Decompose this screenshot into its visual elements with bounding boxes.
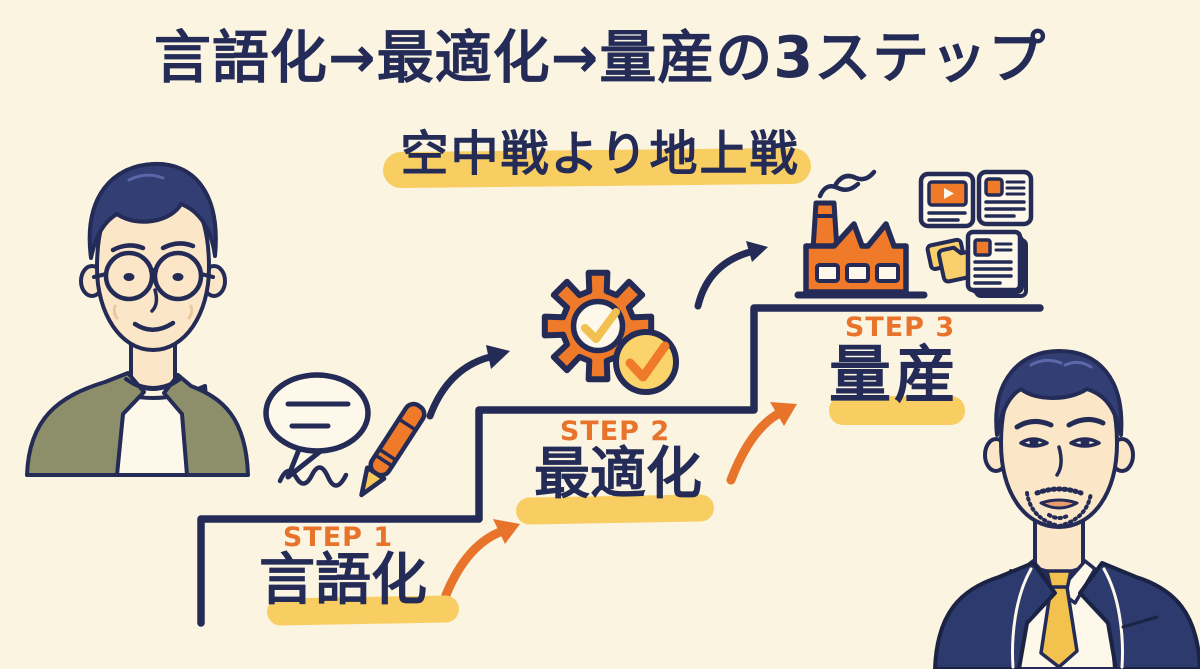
curved-arrow-orange-2: [726, 402, 797, 485]
page-title: 言語化→最適化→量産の3ステップ: [153, 25, 1047, 91]
portrait-right-man: [933, 349, 1200, 669]
article-card-icon: [976, 169, 1034, 227]
curved-arrow-navy-1: [426, 345, 510, 420]
curved-arrow-navy-2: [694, 241, 768, 310]
smoke-lines: [817, 169, 877, 199]
step3-label: STEP 3: [844, 312, 956, 343]
video-card-icon: [918, 171, 976, 229]
document-stack-icon: [965, 229, 1028, 298]
step3-name: 量産: [828, 338, 960, 411]
scribble-line: [277, 465, 349, 488]
pen-icon: [359, 401, 427, 498]
portrait-left-man: [25, 161, 250, 477]
step1-label: STEP 1: [282, 522, 394, 553]
step1-name: 言語化: [259, 548, 427, 613]
staircase-line: [197, 304, 1044, 627]
step3-highlight: [829, 396, 965, 425]
step2-label: STEP 2: [559, 416, 671, 447]
curved-arrow-orange-1: [441, 519, 520, 600]
factory-icon: [794, 169, 928, 299]
speech-bubble-icon: [263, 372, 371, 480]
step2-name: 最適化: [534, 442, 702, 507]
checkmark-circle-icon: [613, 329, 679, 395]
page-subtitle: 空中戦より地上戦: [400, 126, 800, 182]
